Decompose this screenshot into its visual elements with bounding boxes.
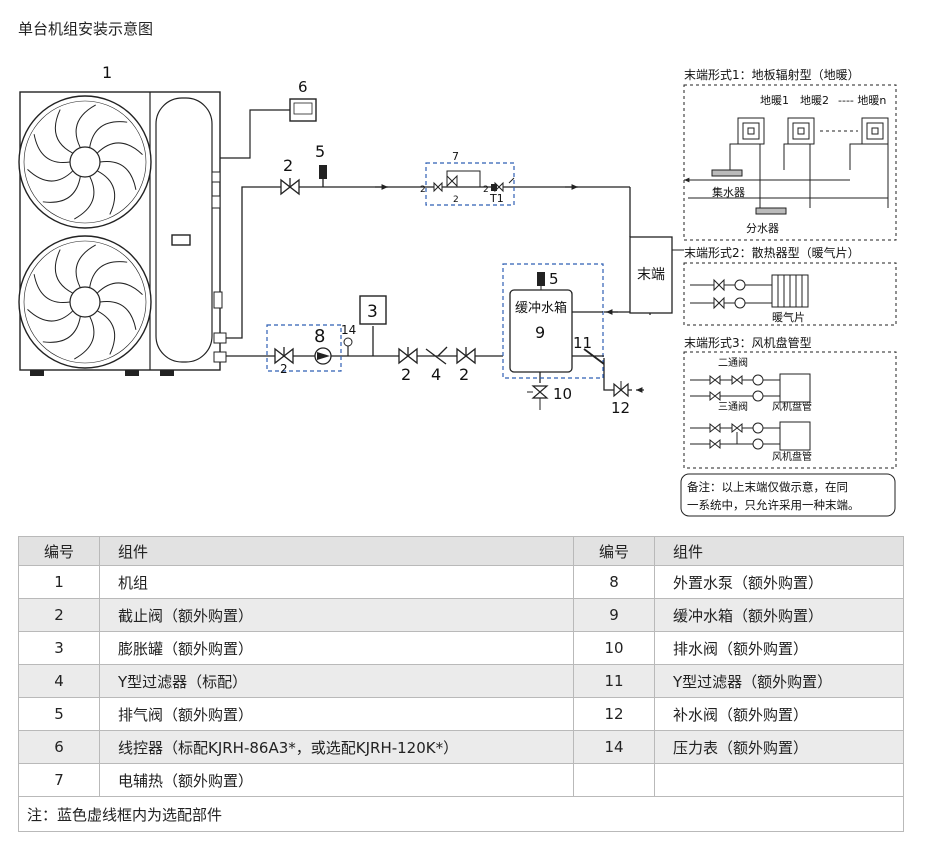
fan-blade	[75, 244, 96, 288]
terminal-type2-radiator: 末端形式2：散热器型（暖气片） 暖气片	[683, 245, 897, 326]
external-pump-group: 2 8	[266, 324, 342, 376]
fan-blade	[96, 310, 116, 355]
svg-text:7: 7	[452, 150, 459, 163]
fan-blade	[96, 170, 116, 215]
fan-blade	[99, 160, 137, 190]
svg-text:末端形式2：散热器型（暖气片）: 末端形式2：散热器型（暖气片）	[684, 245, 860, 260]
svg-text:二通阀: 二通阀	[718, 356, 748, 369]
svg-text:地暖1: 地暖1	[760, 94, 789, 107]
pressure-gauge-icon: 14	[341, 323, 356, 356]
table-footnote: 注：蓝色虚线框内为选配部件	[18, 796, 904, 832]
terminal-type1-floor-heating: 末端形式1：地板辐射型（地暖） 地暖1 地暖2 ---- 地暖n 集水器 分水器	[683, 67, 897, 241]
svg-text:2: 2	[483, 185, 489, 195]
header-component: 组件	[654, 536, 904, 566]
fan-blade	[96, 282, 143, 295]
fan-blade	[74, 176, 95, 220]
flow-arrows	[375, 184, 644, 393]
svg-text:12: 12	[611, 399, 630, 417]
fan-blade	[54, 249, 74, 294]
air-vent-icon: 5	[315, 142, 327, 187]
wire-controller: 6	[220, 78, 317, 159]
terminal-note: 备注：以上末端仅做示意，在同 一系统中，只允许采用一种末端。	[680, 473, 896, 517]
installation-diagram: 1 6 末端	[18, 63, 897, 517]
svg-text:集水器: 集水器	[712, 185, 745, 199]
svg-text:分水器: 分水器	[746, 222, 779, 235]
svg-text:三通阀: 三通阀	[718, 400, 748, 413]
terminal-box: 末端	[629, 236, 684, 314]
svg-text:10: 10	[553, 385, 572, 403]
svg-text:---- 地暖n: ---- 地暖n	[838, 94, 886, 107]
svg-text:T1: T1	[489, 192, 504, 205]
header-number: 编号	[573, 536, 655, 566]
svg-text:备注：以上末端仅做示意，在同: 备注：以上末端仅做示意，在同	[687, 480, 848, 494]
svg-text:2: 2	[453, 195, 459, 205]
fan-blade	[54, 109, 74, 154]
fan-blade	[89, 121, 128, 148]
svg-text:风机盘管: 风机盘管	[772, 450, 812, 463]
fan-blade	[27, 169, 74, 182]
label-unit: 1	[102, 63, 112, 82]
label-controller: 6	[298, 78, 308, 96]
fan-blade	[42, 176, 81, 203]
svg-text:4: 4	[431, 365, 441, 384]
svg-text:5: 5	[315, 142, 325, 161]
svg-text:风机盘管: 风机盘管	[772, 400, 812, 413]
label-terminal: 末端	[637, 267, 665, 283]
heat-pump-unit: 1	[18, 63, 227, 376]
table-footnote-row: 注：蓝色虚线框内为选配部件	[18, 796, 904, 832]
svg-text:14: 14	[341, 323, 356, 337]
header-component: 组件	[99, 536, 574, 566]
fan-icon	[18, 95, 152, 229]
svg-text:2: 2	[283, 156, 293, 175]
svg-text:2: 2	[280, 362, 288, 376]
svg-text:5: 5	[549, 270, 559, 288]
svg-text:8: 8	[314, 326, 325, 347]
buffer-tank-group: 5 缓冲水箱 9 11 10	[502, 263, 605, 410]
terminal-type3-fan-coil: 末端形式3：风机盘管型 二通阀 三通阀 风机盘管 风机盘管	[683, 335, 897, 469]
svg-text:末端形式1：地板辐射型（地暖）: 末端形式1：地板辐射型（地暖）	[684, 67, 860, 82]
page-title: 单台机组安装示意图	[18, 20, 154, 38]
fan-blade	[27, 309, 74, 322]
refill-valve-icon: 12	[611, 381, 630, 417]
fan-blade	[33, 134, 71, 164]
shutoff-valve-icon: 2	[280, 156, 300, 196]
table-header-row: 编号 组件 编号 组件	[18, 536, 904, 566]
svg-text:末端形式3：风机盘管型: 末端形式3：风机盘管型	[684, 335, 812, 350]
expansion-tank-icon: 3	[359, 295, 387, 325]
fan-blade	[33, 274, 71, 304]
fan-blade	[42, 316, 81, 343]
svg-text:9: 9	[535, 323, 545, 342]
fan-blade	[99, 300, 137, 330]
fan-blade	[89, 261, 128, 288]
svg-text:11: 11	[573, 334, 592, 352]
svg-text:2: 2	[459, 365, 469, 384]
fan-blade	[75, 104, 96, 148]
svg-text:2: 2	[420, 185, 426, 195]
svg-text:地暖2: 地暖2	[800, 94, 829, 107]
fan-blade	[74, 316, 95, 360]
svg-text:暖气片: 暖气片	[772, 310, 805, 324]
header-number: 编号	[18, 536, 100, 566]
fan-icon	[18, 235, 152, 369]
svg-text:3: 3	[367, 302, 378, 322]
svg-text:一系统中，只允许采用一种末端。: 一系统中，只允许采用一种末端。	[687, 498, 860, 512]
svg-text:2: 2	[401, 365, 411, 384]
electric-heater-group: 7 2 2 2 T1	[420, 150, 515, 206]
svg-text:缓冲水箱: 缓冲水箱	[515, 300, 567, 316]
return-valves: 2 4 2	[398, 346, 476, 384]
fan-blade	[96, 142, 143, 155]
